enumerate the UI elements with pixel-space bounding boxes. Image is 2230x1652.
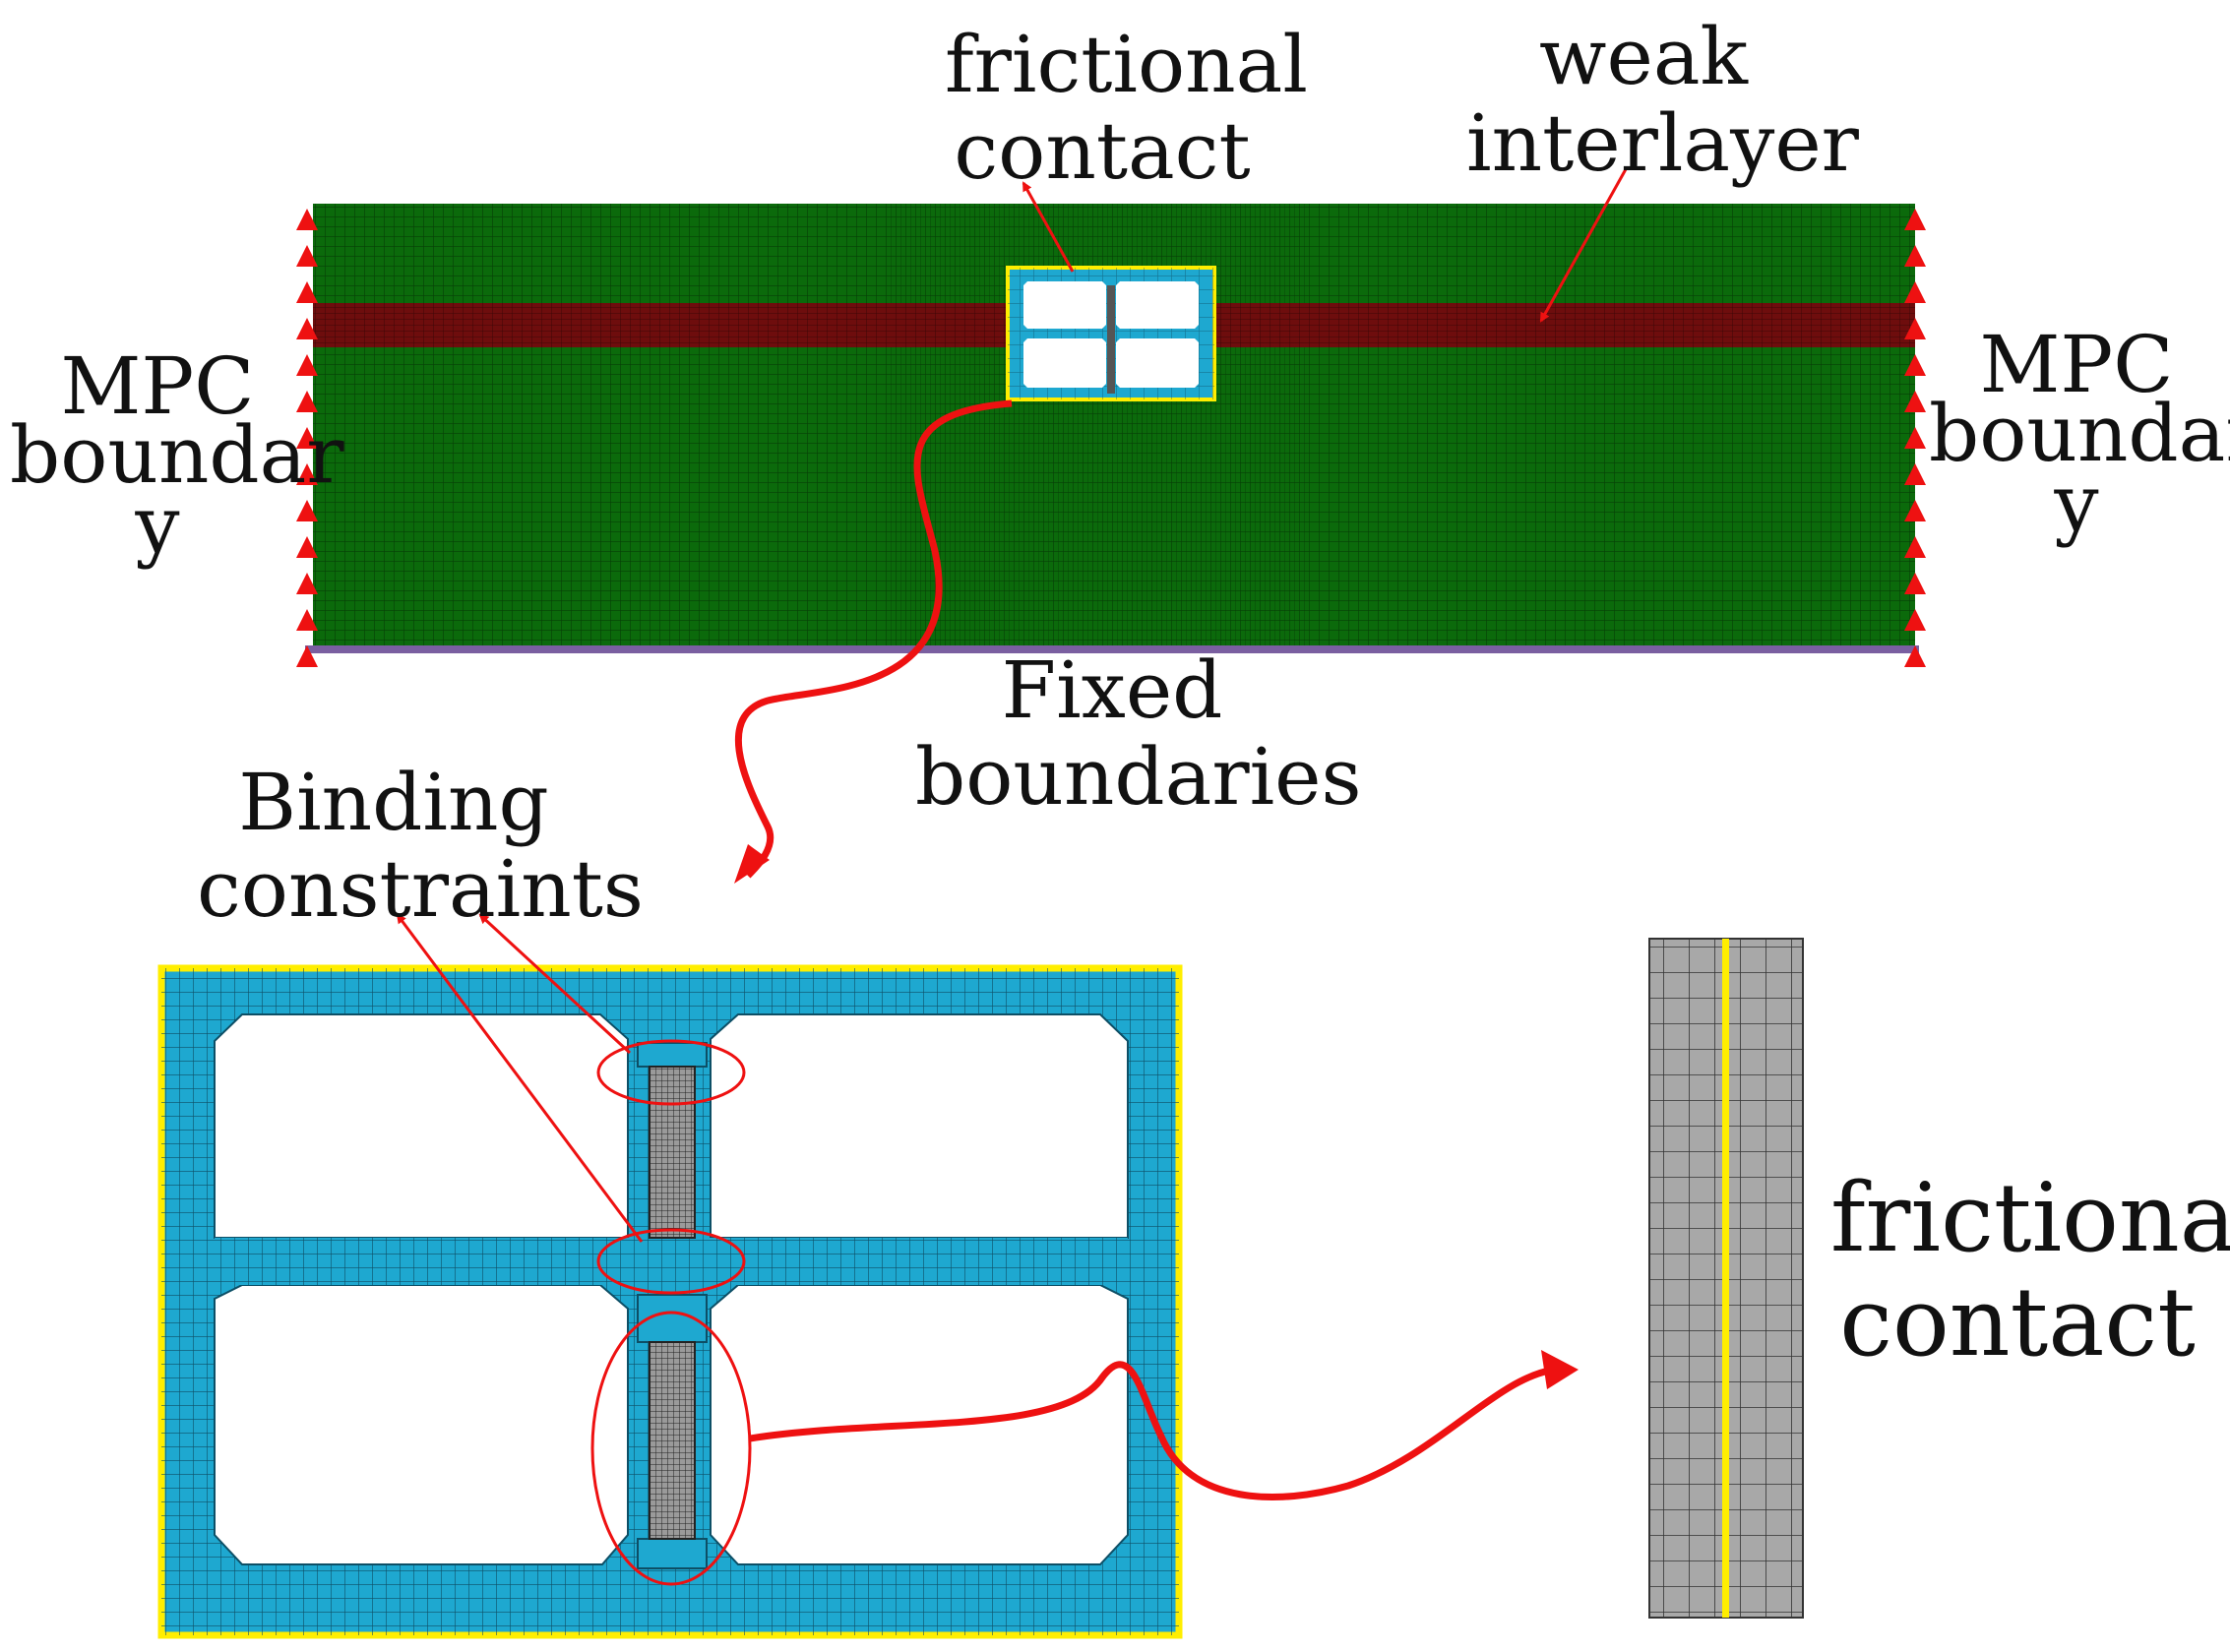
soil-mesh-model	[296, 204, 1926, 667]
triangle-up-icon	[296, 318, 318, 339]
culvert-detail	[157, 964, 1183, 1639]
triangle-up-icon	[296, 609, 318, 631]
label-line: frictional	[945, 19, 1308, 110]
culvert-small	[1006, 266, 1216, 401]
label-line: y	[135, 478, 180, 571]
center-column-lower	[649, 1341, 696, 1540]
label-frictional-contact-detail: frictional contact	[1830, 1163, 2230, 1377]
label-line: frictional	[1830, 1163, 2230, 1273]
arrow-binding-top	[478, 913, 632, 1055]
label-line: boundaries	[915, 731, 1362, 823]
label-line: weak	[1539, 11, 1748, 102]
triangle-up-icon	[296, 281, 318, 303]
triangle-up-icon	[1904, 318, 1926, 339]
label-line: MPC	[1979, 319, 2174, 410]
arrow-weak-interlayer	[1539, 168, 1628, 323]
triangle-up-icon	[296, 645, 318, 667]
triangle-up-icon	[296, 209, 318, 230]
label-weak-interlayer: weak interlayer	[1466, 11, 1859, 189]
label-line: MPC	[60, 340, 255, 432]
label-line: boundar	[10, 409, 344, 502]
zoom-curve-arrow	[734, 399, 1013, 879]
contact-curve-arrow	[749, 1361, 1556, 1500]
contact-curve-arrowhead	[1541, 1350, 1579, 1389]
triangle-up-icon	[296, 573, 318, 594]
triangle-up-icon	[1904, 209, 1926, 230]
label-line: boundar	[1929, 388, 2230, 480]
arrow-frictional-contact-top	[1022, 181, 1075, 273]
binding-ellipse-middle	[596, 1228, 746, 1295]
triangle-up-icon	[1904, 391, 1926, 412]
triangle-up-icon	[296, 427, 318, 449]
triangle-up-icon	[1904, 281, 1926, 303]
triangle-up-icon	[1904, 573, 1926, 594]
triangle-up-icon	[1904, 645, 1926, 667]
label-line: contact	[1839, 1267, 2196, 1377]
triangle-up-icon	[296, 245, 318, 267]
triangle-up-icon	[1904, 354, 1926, 376]
label-line: Fixed	[1001, 644, 1223, 736]
center-column-upper	[649, 1066, 696, 1239]
triangle-up-icon	[1904, 500, 1926, 521]
triangle-up-icon	[1904, 536, 1926, 558]
arrow-binding-middle	[396, 913, 644, 1243]
contact-detail-strip	[1648, 938, 1804, 1619]
triangle-up-icon	[1904, 463, 1926, 485]
label-fixed-boundaries: Fixed boundaries	[915, 644, 1362, 823]
label-line: contact	[954, 105, 1251, 197]
triangle-up-icon	[296, 500, 318, 521]
mpc-boundary-markers-right	[1904, 209, 1926, 667]
zoom-curve-arrowhead	[734, 844, 770, 884]
triangle-up-icon	[1904, 245, 1926, 267]
triangle-up-icon	[296, 536, 318, 558]
label-line: constraints	[197, 843, 644, 935]
opening-top-left	[214, 1013, 629, 1239]
fixed-bottom-edge	[305, 645, 1919, 653]
label-line: interlayer	[1466, 97, 1859, 189]
triangle-up-icon	[1904, 427, 1926, 449]
contact-ellipse-column	[590, 1311, 752, 1586]
label-line: y	[2054, 457, 2099, 549]
contact-interface-line	[1722, 939, 1729, 1618]
opening-top-right	[710, 1013, 1129, 1239]
label-mpc-boundary-left: MPC boundar y	[10, 340, 344, 571]
label-mpc-boundary-right: MPC boundar y	[1929, 319, 2230, 549]
mpc-boundary-markers-left	[296, 209, 318, 667]
label-line: Binding	[238, 757, 549, 848]
binding-ellipse-top	[596, 1039, 746, 1106]
triangle-up-icon	[296, 354, 318, 376]
label-frictional-contact-top: frictional contact	[945, 19, 1308, 197]
opening-bottom-left	[214, 1284, 629, 1565]
label-binding-constraints: Binding constraints	[197, 757, 644, 935]
triangle-up-icon	[1904, 609, 1926, 631]
triangle-up-icon	[296, 391, 318, 412]
triangle-up-icon	[296, 463, 318, 485]
